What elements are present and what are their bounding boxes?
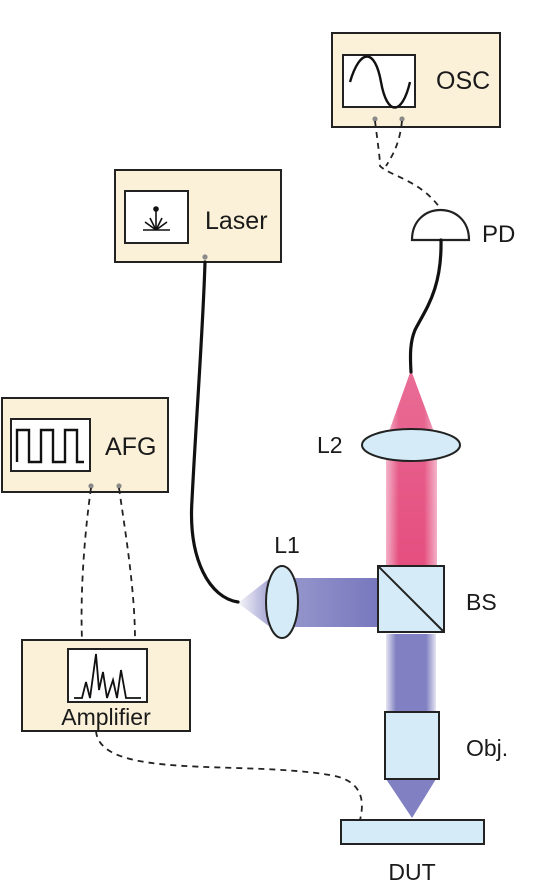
probe-beam-horizontal	[238, 578, 378, 627]
signal-beam	[386, 370, 437, 566]
oscilloscope-screen	[342, 54, 416, 108]
sine-wave-icon	[348, 55, 412, 109]
amplifier-label: Amplifier	[61, 704, 151, 730]
osc-label: OSC	[436, 67, 490, 95]
device-under-test	[340, 819, 485, 845]
laser-fiber	[189, 260, 240, 604]
amplifier-screen	[67, 648, 148, 703]
objective-lens	[384, 711, 440, 780]
photodetector: PD	[410, 208, 515, 248]
afg-amp-cable-2	[118, 487, 136, 641]
pulse-signal-icon	[74, 653, 141, 699]
laser-burst-icon	[143, 206, 170, 231]
dut-label: DUT	[388, 859, 435, 885]
afg-amp-cable-1	[80, 487, 92, 641]
bs-label: BS	[466, 589, 497, 615]
probe-beam-vertical	[386, 634, 436, 818]
beam-splitter	[377, 565, 445, 633]
lens-l2	[361, 428, 461, 462]
laser-label: Laser	[205, 207, 268, 235]
pd-label: PD	[482, 221, 515, 248]
l1-label: L1	[274, 532, 300, 558]
afg-label: AFG	[105, 433, 156, 461]
amplifier: Amplifier	[21, 639, 191, 732]
osc-pd-cable-2	[385, 120, 403, 167]
osc-pd-cable	[374, 120, 441, 209]
oscilloscope: OSC	[331, 32, 501, 128]
objective-label: Obj.	[466, 735, 508, 761]
square-wave-icon	[15, 428, 84, 464]
amp-dut-cable	[95, 730, 363, 821]
laser-source: Laser	[114, 169, 282, 263]
lens-l1	[265, 565, 299, 639]
l2-label: L2	[317, 432, 343, 458]
pd-fiber	[408, 238, 443, 374]
function-generator: AFG	[1, 397, 169, 493]
photodetector-icon	[410, 208, 471, 242]
